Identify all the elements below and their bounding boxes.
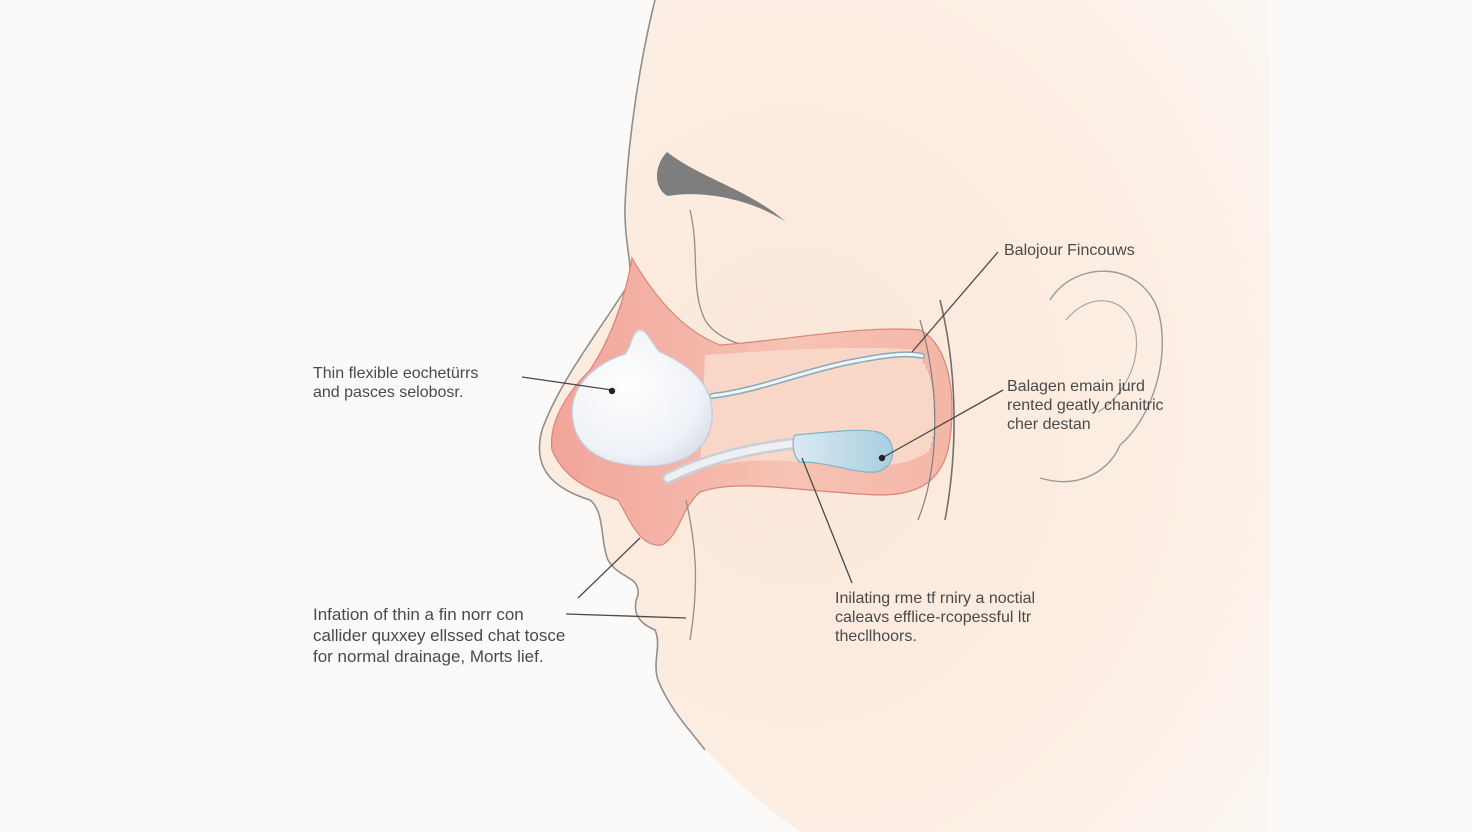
inflated-balloon bbox=[571, 329, 713, 467]
label-line: Inilating rme tf rniry a noctial bbox=[835, 590, 1036, 607]
label-line: Infation of thin a fin norr con bbox=[313, 605, 524, 624]
upper-catheter-core bbox=[710, 352, 924, 398]
leader-dot-right-mid bbox=[878, 454, 886, 462]
label-inilating: Inilating rme tf rniry a noctial caleavs… bbox=[835, 589, 1035, 646]
label-balagen: Balagen emain jurd rented geatly chanitr… bbox=[1007, 377, 1164, 434]
label-line: and pasces selobosr. bbox=[313, 384, 464, 401]
label-line: cher destan bbox=[1007, 416, 1091, 433]
label-line: thecllhoors. bbox=[835, 628, 917, 645]
label-line: Balojour Fincouws bbox=[1004, 242, 1135, 259]
eyebrow bbox=[656, 152, 786, 222]
label-line: caleavs efflice-rcopessful ltr bbox=[835, 609, 1032, 626]
ear-inner-outline bbox=[1065, 300, 1138, 413]
jaw-contour bbox=[685, 499, 697, 641]
ear-frontal-contour-2 bbox=[917, 319, 936, 521]
label-thin-flexible: Thin flexible eochetürrs and pasces selo… bbox=[313, 364, 478, 402]
leader-line-bottom-left-horizontal bbox=[565, 613, 687, 619]
label-line: Thin flexible eochetürrs bbox=[313, 365, 479, 382]
label-line: rented geatly chanitric bbox=[1007, 397, 1164, 414]
leader-line-bottom-left bbox=[577, 537, 641, 599]
face-profile-outline bbox=[538, 0, 706, 751]
leader-line-left-top bbox=[521, 376, 613, 391]
leader-line-right-mid bbox=[881, 389, 1004, 459]
label-line: Balagen emain jurd bbox=[1007, 378, 1145, 395]
leader-line-bottom-mid bbox=[801, 457, 853, 584]
label-line: callider quxxey ellssed chat tosce bbox=[313, 626, 566, 645]
label-balojour: Balojour Fincouws bbox=[1004, 241, 1135, 260]
leader-line-top-right bbox=[911, 251, 999, 353]
catheter-balloon-tip bbox=[792, 429, 894, 473]
ear-frontal-contour bbox=[939, 299, 955, 521]
leader-dot-left-top bbox=[608, 387, 616, 395]
ear-outline bbox=[1039, 270, 1163, 483]
label-infation: Infation of thin a fin norr con callider… bbox=[313, 604, 565, 667]
label-line: for normal drainage, Morts lief. bbox=[313, 647, 544, 666]
